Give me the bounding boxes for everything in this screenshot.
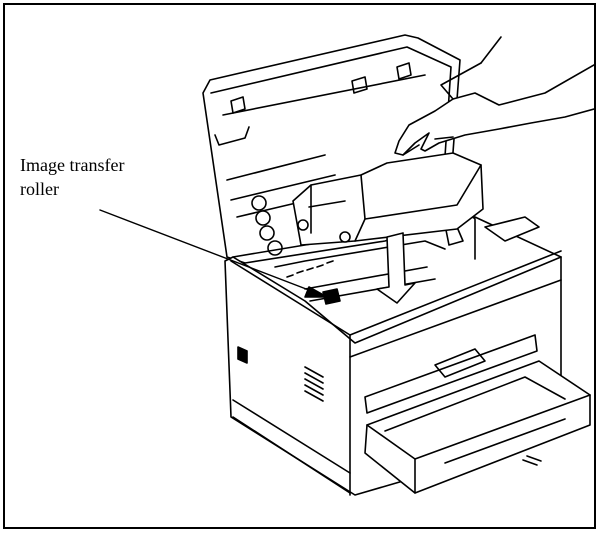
callout-arrowhead <box>304 286 328 298</box>
gear <box>267 240 283 256</box>
hand-icon <box>394 36 594 156</box>
callout-label: Image transfer roller <box>20 155 125 199</box>
printer-illustration <box>99 34 594 496</box>
down-arrow-icon <box>376 232 416 304</box>
callout-leader-line <box>99 209 328 298</box>
paper-tray <box>364 360 591 494</box>
gear <box>255 210 271 226</box>
figure-frame: Image transfer roller <box>3 3 596 529</box>
gear <box>251 195 267 211</box>
toner-cartridge-icon <box>292 152 484 246</box>
gear <box>259 225 275 241</box>
